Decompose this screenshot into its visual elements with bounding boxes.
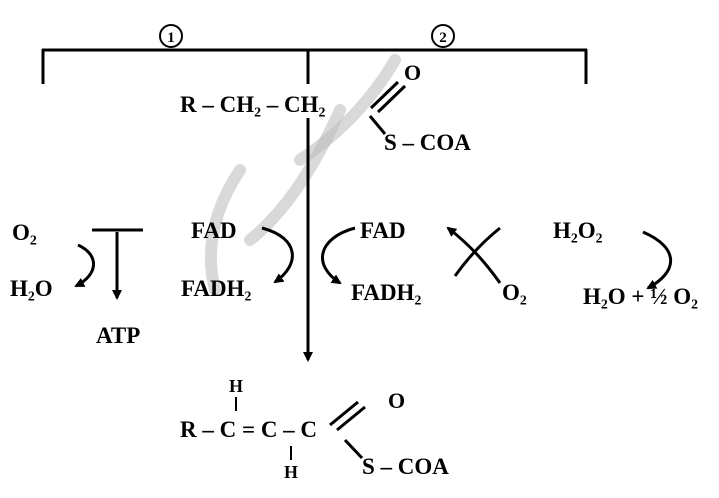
- product-thioester: S – COA: [362, 454, 449, 479]
- product-molecule: H R – C = C – C H O S – COA: [180, 376, 449, 482]
- step-1-label: 1: [167, 30, 175, 46]
- atp-label: ATP: [96, 323, 140, 348]
- product-h-top: H: [229, 376, 243, 396]
- peroxide-pathway: H₂O₂ H₂O + ½ O₂: [553, 218, 698, 309]
- step-2-label: 2: [439, 30, 447, 46]
- right-fad: FAD: [360, 218, 406, 243]
- product-oxygen: O: [388, 388, 405, 413]
- middle-pathway: FAD FADH₂: [181, 218, 294, 301]
- left-pathway: O₂ H₂O ATP: [10, 220, 143, 348]
- right-fadh2: FADH₂: [351, 280, 421, 305]
- middle-fad: FAD: [191, 218, 237, 243]
- step-2-marker: 2: [431, 24, 455, 48]
- right-oxygen: O₂: [502, 280, 527, 305]
- watermark: [204, 54, 401, 296]
- hydrogen-peroxide: H₂O₂: [553, 218, 603, 243]
- substrate-molecule: R – CH₂ – CH₂ O S – COA: [180, 60, 471, 155]
- pathway-bracket: [41, 48, 588, 84]
- product-backbone: R – C = C – C: [180, 417, 317, 442]
- peroxide-products: H₂O + ½ O₂: [583, 284, 698, 309]
- step-1-marker: 1: [159, 24, 183, 48]
- substrate-oxygen: O: [404, 60, 421, 85]
- left-water: H₂O: [10, 276, 53, 301]
- substrate-thioester: S – COA: [384, 130, 471, 155]
- middle-fadh2: FADH₂: [181, 276, 251, 301]
- product-h-bottom: H: [284, 462, 298, 482]
- right-pathway: FAD FADH₂ O₂: [321, 218, 527, 305]
- left-oxygen: O₂: [12, 220, 37, 245]
- substrate-chain: R – CH₂ – CH₂: [180, 92, 326, 117]
